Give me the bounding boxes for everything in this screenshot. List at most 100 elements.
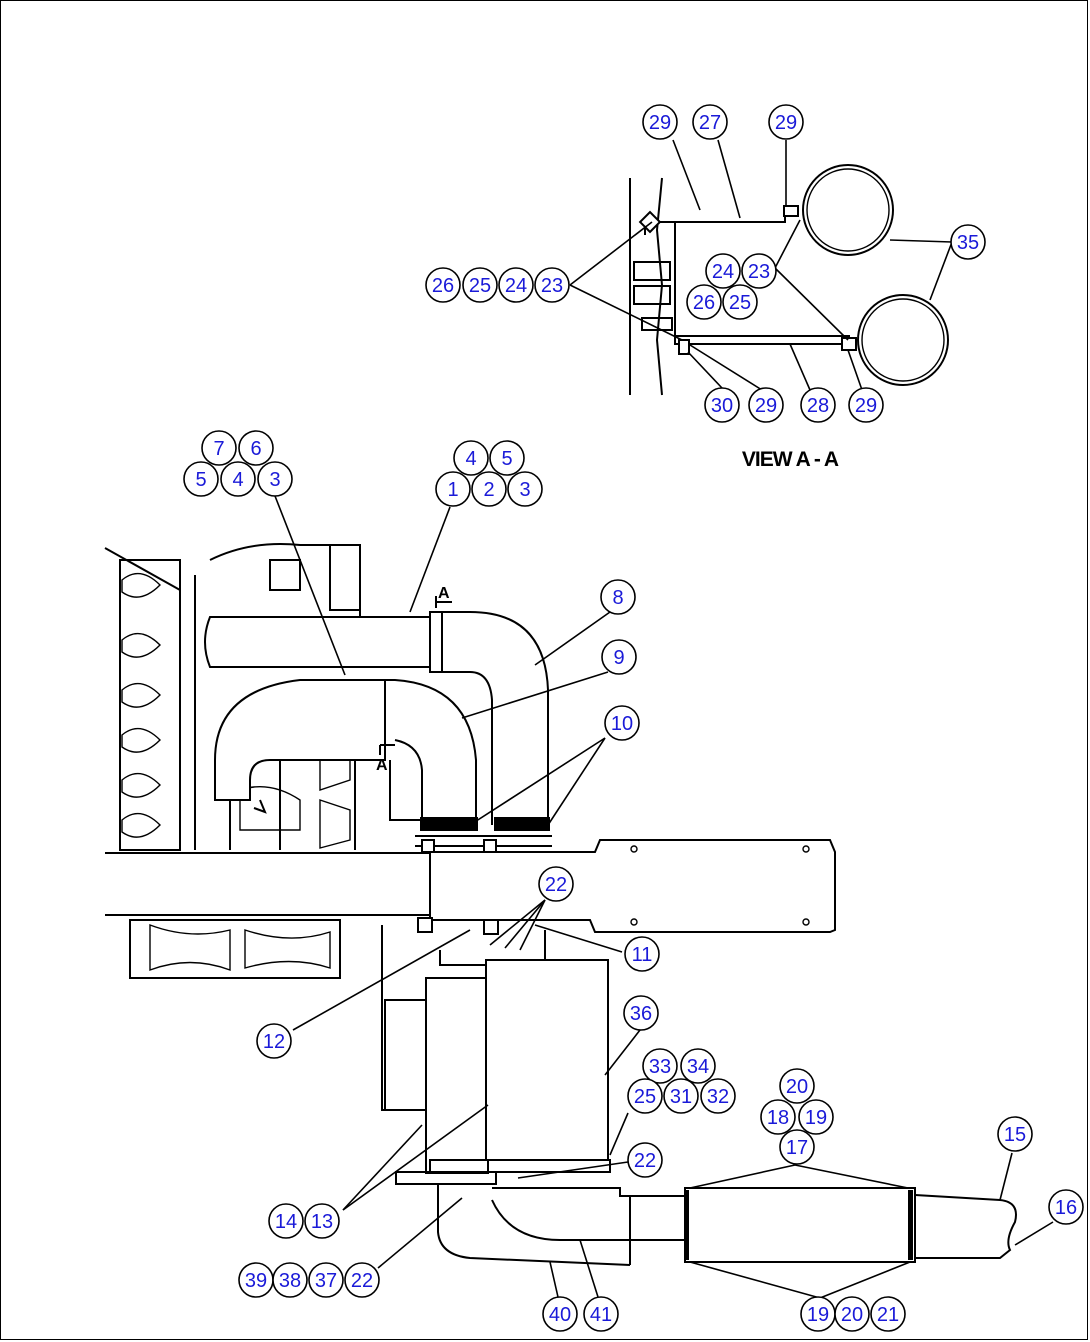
callout-number: 36 — [630, 1003, 652, 1025]
callout-circle — [642, 1048, 678, 1084]
callout-balloon: 34 — [680, 1048, 716, 1084]
callout-number: 15 — [1004, 1124, 1026, 1146]
callout-number: 34 — [687, 1056, 709, 1078]
callout-number: 41 — [590, 1304, 612, 1326]
callout-circle — [498, 267, 534, 303]
callout-balloon: 32 — [700, 1078, 736, 1114]
callout-number: 33 — [649, 1056, 671, 1078]
callout-circle — [604, 705, 640, 741]
callout-number: 20 — [841, 1304, 863, 1326]
callout-balloon: 29 — [642, 104, 678, 140]
callout-balloon: 38 — [272, 1262, 308, 1298]
callout-balloon: 35 — [950, 224, 986, 260]
callout-balloon: 12 — [256, 1023, 292, 1059]
callout-circle — [489, 440, 525, 476]
callout-circle — [848, 387, 884, 423]
callout-balloon: 31 — [663, 1078, 699, 1114]
callout-circle — [471, 471, 507, 507]
callout-balloon: 1 — [435, 471, 471, 507]
callout-balloon: 10 — [604, 705, 640, 741]
callout-balloon: 6 — [238, 430, 274, 466]
callout-circle — [183, 461, 219, 497]
view-a-a-detail — [629, 164, 949, 396]
callout-number: 22 — [545, 874, 567, 896]
callout-circle — [741, 253, 777, 289]
callout-balloon: 26 — [425, 267, 461, 303]
callout-number: 24 — [712, 261, 734, 283]
callout-circle — [256, 1023, 292, 1059]
callout-number: 1 — [447, 479, 458, 501]
callout-number: 29 — [775, 112, 797, 134]
callout-number: 8 — [612, 587, 623, 609]
callout-balloon: 23 — [534, 267, 570, 303]
callout-number: 11 — [632, 944, 653, 966]
callout-circle — [663, 1078, 699, 1114]
callout-number: 4 — [465, 448, 476, 470]
callout-circle — [542, 1296, 578, 1332]
callout-circle — [453, 440, 489, 476]
section-mark-lower: A — [376, 757, 388, 774]
callout-number: 14 — [275, 1211, 297, 1233]
callout-number: 29 — [855, 395, 877, 417]
callout-number: 26 — [693, 292, 715, 314]
callout-balloon: 20 — [834, 1296, 870, 1332]
main-leaders — [274, 495, 1054, 1299]
callout-number: 18 — [767, 1107, 789, 1129]
callout-circle — [507, 471, 543, 507]
callout-number: 40 — [549, 1304, 571, 1326]
callout-balloon: 7 — [201, 430, 237, 466]
callout-circle — [534, 267, 570, 303]
callout-balloon: 23 — [741, 253, 777, 289]
detail-leaders — [569, 139, 953, 391]
callout-balloon: 25 — [722, 284, 758, 320]
callout-balloon: 29 — [748, 387, 784, 423]
callout-number: 20 — [786, 1076, 808, 1098]
callout-circle — [308, 1262, 344, 1298]
callout-balloon: 29 — [848, 387, 884, 423]
callout-number: 29 — [755, 395, 777, 417]
intake-pipes — [204, 596, 552, 853]
callout-circle — [462, 267, 498, 303]
callout-number: 13 — [311, 1211, 333, 1233]
callout-circle — [624, 936, 660, 972]
callout-circle — [680, 1048, 716, 1084]
callout-balloon: 22 — [538, 866, 574, 902]
callout-circle — [800, 387, 836, 423]
callout-balloon: 37 — [308, 1262, 344, 1298]
cross-member — [417, 839, 836, 935]
callout-number: 38 — [279, 1270, 301, 1292]
callout-circle — [834, 1296, 870, 1332]
callout-number: 5 — [501, 448, 512, 470]
callout-circle — [238, 430, 274, 466]
callout-balloon: 25 — [627, 1078, 663, 1114]
callout-circle — [704, 387, 740, 423]
callout-balloon: 8 — [600, 579, 636, 615]
callout-circle — [768, 104, 804, 140]
callout-balloon: 14 — [268, 1203, 304, 1239]
callout-balloon: 29 — [768, 104, 804, 140]
callout-balloon: 28 — [800, 387, 836, 423]
callout-balloon: 24 — [498, 267, 534, 303]
callout-balloon: 13 — [304, 1203, 340, 1239]
callout-number: 39 — [245, 1270, 267, 1292]
callout-circle — [686, 284, 722, 320]
callout-balloon: 21 — [870, 1296, 906, 1332]
callout-number: 21 — [877, 1304, 899, 1326]
callout-balloon: 25 — [462, 267, 498, 303]
callout-circle — [870, 1296, 906, 1332]
callout-number: 31 — [670, 1086, 692, 1108]
engine-block — [104, 543, 430, 979]
callout-number: 25 — [729, 292, 751, 314]
callout-number: 10 — [611, 713, 633, 735]
callout-circle — [601, 639, 637, 675]
callout-balloon: 19 — [798, 1099, 834, 1135]
callout-circle — [304, 1203, 340, 1239]
callout-balloon: 15 — [997, 1116, 1033, 1152]
callout-balloon: 4 — [453, 440, 489, 476]
callout-balloon: 26 — [686, 284, 722, 320]
callout-balloon: 40 — [542, 1296, 578, 1332]
callout-balloon: 18 — [760, 1099, 796, 1135]
callout-number: 23 — [748, 261, 770, 283]
callout-circle — [268, 1203, 304, 1239]
